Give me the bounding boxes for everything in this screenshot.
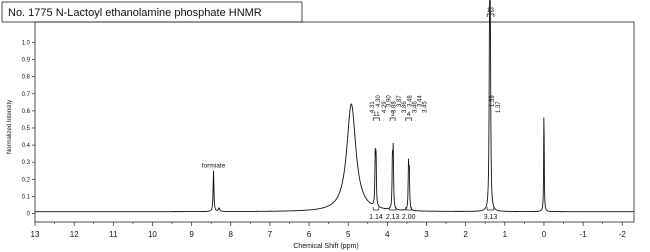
- x-tick-label: 10: [148, 230, 157, 239]
- x-tick-label: 3: [424, 230, 429, 239]
- multiplet-bracket: [486, 13, 495, 17]
- multiplet-label: 3: [391, 111, 395, 118]
- y-tick-label: 0: [27, 211, 31, 217]
- y-axis-label: Normalized Intensity: [7, 100, 13, 154]
- peak-shift-label: 3.87: [397, 95, 403, 107]
- integral-bracket: [388, 207, 397, 211]
- x-tick-label: 11: [109, 230, 118, 239]
- y-tick-label: 0.8: [22, 75, 31, 81]
- x-tick-label: 4: [385, 230, 390, 239]
- integral-bracket: [486, 207, 495, 211]
- plot-frame: [34, 21, 635, 223]
- peak-shift-label: 3.45: [423, 101, 429, 113]
- y-tick-label: 0.9: [22, 58, 31, 64]
- integral-bracket: [405, 207, 412, 211]
- y-tick-label: 0.2: [22, 177, 31, 183]
- y-tick-label: 0.3: [22, 160, 31, 166]
- x-tick-label: -2: [619, 230, 627, 239]
- x-tick-label: 5: [346, 230, 351, 239]
- integral-value: 2.00: [402, 214, 416, 221]
- x-tick-label: 7: [268, 230, 273, 239]
- peak-shift-label: 3.90: [387, 95, 393, 107]
- x-tick-label: 0: [542, 230, 547, 239]
- x-tick-label: -1: [580, 230, 588, 239]
- spectrum: [35, 0, 634, 213]
- integral-value: 1.14: [369, 214, 383, 221]
- peak-shift-label: 3.44: [417, 95, 423, 107]
- multiplet-bracket: [372, 117, 380, 121]
- multiplet-label: 11: [373, 111, 380, 118]
- x-tick-label: 8: [229, 230, 234, 239]
- integral-bracket: [372, 207, 380, 211]
- peak-shift-label: 1.37: [496, 101, 502, 113]
- x-tick-label: 6: [307, 230, 312, 239]
- peak-shift-label: 3.86: [402, 101, 408, 113]
- peak-shift-label: 3.48: [407, 95, 413, 107]
- integral-value: 3.13: [484, 214, 498, 221]
- peak-shift-label: 4.30: [376, 95, 382, 107]
- multiplet-bracket: [405, 117, 412, 121]
- x-tick-label: 13: [31, 230, 40, 239]
- chart-title: No. 1775 N-Lactoyl ethanolamine phosphat…: [8, 7, 262, 19]
- multiplet-label: 13: [487, 7, 495, 14]
- x-tick-label: 2: [463, 230, 468, 239]
- integral-value: 2.13: [386, 214, 400, 221]
- y-tick-label: 0.6: [22, 109, 31, 115]
- peak-shift-label: 4.29: [382, 101, 388, 113]
- annotation-label: formiate: [202, 162, 226, 169]
- x-tick-label: 9: [189, 230, 194, 239]
- peak-shift-label: 4.31: [370, 101, 376, 113]
- x-axis-label: Chemical Shift (ppm): [293, 243, 358, 250]
- y-tick-label: 0.5: [22, 126, 31, 132]
- y-tick-label: 0.7: [22, 92, 31, 98]
- multiplet-bracket: [389, 117, 396, 121]
- spectrum-line: [35, 0, 634, 213]
- x-tick-label: 12: [70, 230, 79, 239]
- multiplet-label: 4: [407, 111, 411, 118]
- y-tick-label: 0.4: [22, 143, 31, 149]
- peak-annotations: formiate 4.314.304.293.903.883.873.863.48…: [202, 7, 502, 221]
- y-tick-label: 0.1: [22, 194, 31, 200]
- y-tick-label: 1.0: [22, 41, 31, 47]
- peak-shift-label: 3.46: [412, 101, 418, 113]
- peak-shift-label: 1.39: [490, 95, 496, 107]
- peak-shift-label: 3.88: [392, 101, 398, 113]
- x-tick-label: 1: [503, 230, 508, 239]
